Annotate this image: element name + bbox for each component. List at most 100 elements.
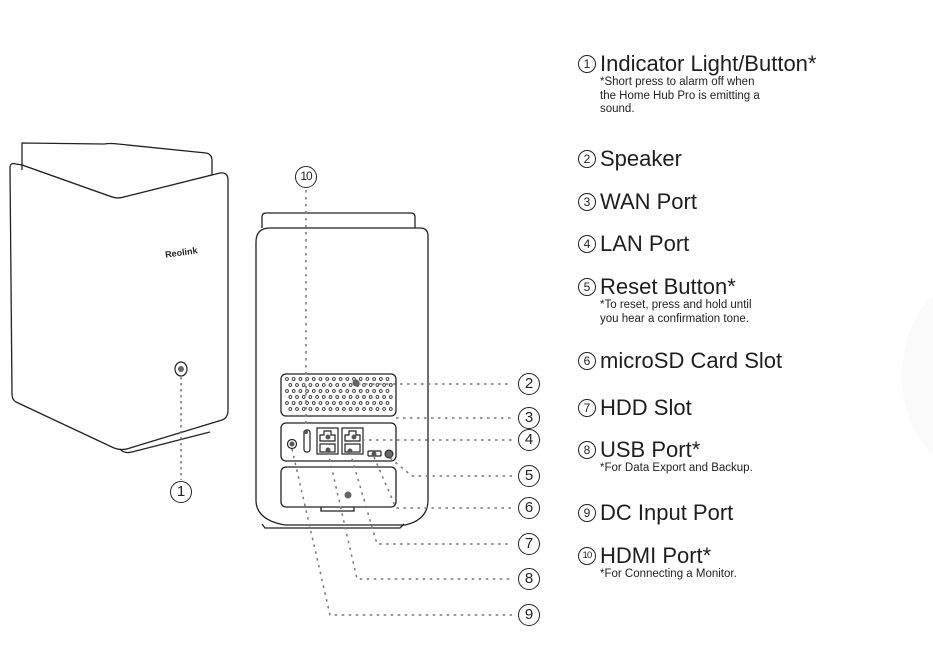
callout-5: 5 <box>518 465 540 487</box>
speaker-hole <box>362 383 366 387</box>
speaker-hole <box>308 395 313 399</box>
speaker-hole <box>338 401 343 405</box>
callout-1: 1 <box>170 481 192 503</box>
ports <box>286 427 382 457</box>
speaker-hole <box>335 383 340 387</box>
leader-line-5 <box>389 457 512 477</box>
speaker-hole <box>321 383 326 387</box>
speaker-hole <box>325 389 330 393</box>
speaker-hole <box>315 383 319 387</box>
speaker-hole <box>318 389 323 393</box>
speaker-hole <box>375 383 380 387</box>
speaker-hole <box>372 401 376 405</box>
speaker-hole <box>352 389 356 393</box>
speaker-hole <box>321 407 326 411</box>
speaker-hole <box>288 383 293 387</box>
legend-number: 5 <box>578 278 596 296</box>
legend-note: *To reset, press and hold until <box>600 299 752 311</box>
speaker-hole <box>291 401 296 405</box>
speaker-hole <box>362 407 366 411</box>
speaker-hole <box>332 401 336 405</box>
device-illustration: Reolink <box>9 142 512 616</box>
speaker-hole <box>291 389 296 393</box>
callout-4: 4 <box>518 429 540 451</box>
speaker-hole <box>382 395 386 399</box>
speaker-hole <box>295 407 299 411</box>
legend-title: Indicator Light/Button* <box>600 51 817 76</box>
speaker-hole <box>301 407 306 411</box>
speaker-hole <box>358 377 363 381</box>
speaker-hole <box>308 407 313 411</box>
speaker-hole <box>311 389 316 393</box>
legend-title: HDMI Port* <box>600 543 712 568</box>
speaker-hole <box>355 407 360 411</box>
legend-title: LAN Port <box>600 231 690 256</box>
speaker-hole <box>388 395 393 399</box>
speaker-hole <box>378 401 383 405</box>
speaker-hole <box>345 401 350 405</box>
hdd-dot <box>344 491 352 499</box>
speaker-hole <box>348 407 353 411</box>
legend-title: WAN Port <box>600 189 697 214</box>
legend-number: 2 <box>578 150 596 168</box>
speaker-hole <box>338 377 343 381</box>
speaker-hole <box>368 407 373 411</box>
front-base <box>119 431 211 454</box>
speaker-hole <box>378 377 383 381</box>
speaker-hole <box>305 389 309 393</box>
legend-note: sound. <box>600 103 635 115</box>
speaker-hole <box>308 383 313 387</box>
speaker-hole <box>325 377 330 381</box>
legend-number: 7 <box>578 399 596 417</box>
speaker-hole <box>362 395 366 399</box>
speaker-hole <box>358 389 363 393</box>
speaker-hole <box>298 377 303 381</box>
speaker-hole <box>378 389 383 393</box>
speaker-hole <box>298 389 303 393</box>
speaker-hole <box>355 395 360 399</box>
speaker-hole <box>311 401 316 405</box>
speaker-hole <box>382 407 386 411</box>
speaker-hole <box>338 389 343 393</box>
reset-button <box>384 449 394 459</box>
brand-logo: Reolink <box>164 245 199 260</box>
speaker-hole <box>288 395 293 399</box>
speaker-holes <box>285 377 393 411</box>
speaker-hole <box>342 407 346 411</box>
speaker-hole <box>365 401 370 405</box>
rear-view <box>255 212 429 529</box>
speaker-hole <box>315 407 319 411</box>
hdd-tab <box>320 507 355 512</box>
speaker-hole <box>318 401 323 405</box>
speaker-hole <box>348 383 353 387</box>
hdd-cover <box>280 466 397 508</box>
rear-top-lip <box>261 212 416 228</box>
legend-title: microSD Card Slot <box>600 348 783 373</box>
speaker-dot <box>352 379 360 387</box>
speaker-hole <box>285 377 289 381</box>
leader-line-8 <box>327 451 512 580</box>
speaker-hole <box>301 383 306 387</box>
legend-number: 3 <box>578 193 596 211</box>
speaker-hole <box>382 383 386 387</box>
speaker-hole <box>375 407 380 411</box>
speaker-hole <box>385 401 390 405</box>
speaker-hole <box>368 395 373 399</box>
speaker-hole <box>332 389 336 393</box>
speaker-hole <box>325 401 330 405</box>
speaker-hole <box>375 395 380 399</box>
speaker-hole <box>348 395 353 399</box>
legend-title: HDD Slot <box>600 395 692 420</box>
speaker-hole <box>311 377 316 381</box>
speaker-hole <box>345 389 350 393</box>
front-view <box>9 142 229 454</box>
leader-line-9 <box>291 448 512 616</box>
legend-title: Speaker <box>600 146 682 171</box>
lan-port <box>341 427 364 455</box>
speaker-hole <box>291 377 296 381</box>
legend-title: USB Port* <box>600 437 701 462</box>
